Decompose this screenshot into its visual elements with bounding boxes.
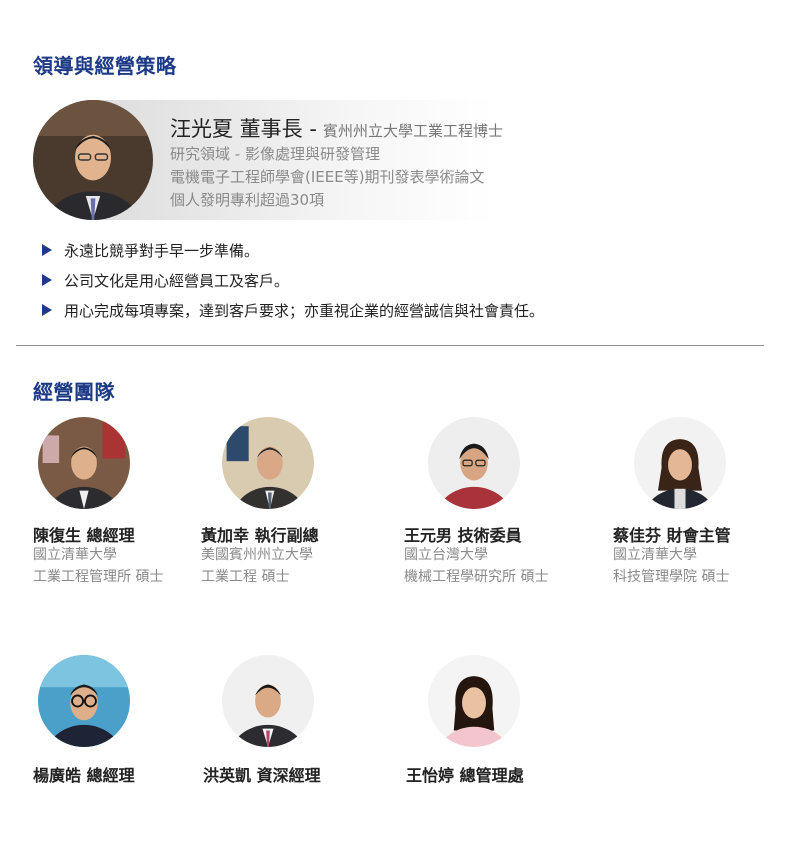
leader-research: 研究領域 - 影像處理與研發管理 bbox=[170, 145, 380, 163]
team-member-name: 陳復生 總經理 bbox=[33, 526, 135, 545]
team-member-school: 國立台灣大學 bbox=[404, 547, 488, 563]
team-member-photo bbox=[222, 417, 314, 509]
person-portrait-icon bbox=[428, 655, 520, 747]
person-portrait-icon bbox=[222, 417, 314, 509]
section-divider bbox=[16, 345, 764, 346]
team-member-school: 國立清華大學 bbox=[33, 547, 117, 563]
team-member-photo bbox=[428, 655, 520, 747]
person-portrait-icon bbox=[428, 417, 520, 509]
leader-name: 汪光夏 董事長 - bbox=[170, 117, 317, 141]
strategy-item-text: 永遠比競爭對手早一步準備。 bbox=[64, 241, 260, 260]
team-member-photo bbox=[428, 417, 520, 509]
strategy-item: 公司文化是用心經營員工及客戶。 bbox=[40, 265, 544, 295]
leader-patents: 個人發明專利超過30項 bbox=[170, 191, 325, 209]
team-member-school: 國立清華大學 bbox=[613, 547, 697, 563]
team-member-photo bbox=[38, 655, 130, 747]
team-member-degree: 機械工程學研究所 碩士 bbox=[404, 569, 549, 585]
triangle-bullet-icon bbox=[42, 244, 52, 256]
section-title-leadership: 領導與經營策略 bbox=[33, 54, 177, 78]
team-member-school: 美國賓州州立大學 bbox=[201, 547, 313, 563]
leader-degree: 賓州州立大學工業工程博士 bbox=[322, 122, 503, 140]
team-member-name: 楊廣皓 總經理 bbox=[33, 766, 135, 785]
team-member-name: 洪英凱 資深經理 bbox=[203, 766, 321, 785]
person-portrait-icon bbox=[634, 417, 726, 509]
strategy-list: 永遠比競爭對手早一步準備。 公司文化是用心經營員工及客戶。 用心完成每項專案，達… bbox=[40, 235, 544, 325]
team-member-name: 王元男 技術委員 bbox=[404, 526, 522, 545]
team-member-name: 蔡佳芬 財會主管 bbox=[613, 526, 731, 545]
team-member-name: 王怡婷 總管理處 bbox=[406, 766, 524, 785]
strategy-item-text: 用心完成每項專案，達到客戶要求；亦重視企業的經營誠信與社會責任。 bbox=[64, 301, 545, 320]
team-member-name: 黃加幸 執行副總 bbox=[201, 526, 319, 545]
team-member-photo bbox=[38, 417, 130, 509]
leader-photo bbox=[33, 100, 153, 220]
team-member-degree: 科技管理學院 碩士 bbox=[613, 569, 730, 585]
strategy-item: 用心完成每項專案，達到客戶要求；亦重視企業的經營誠信與社會責任。 bbox=[40, 295, 544, 325]
person-portrait-icon bbox=[222, 655, 314, 747]
section-title-team: 經營團隊 bbox=[33, 380, 115, 404]
person-portrait-icon bbox=[38, 417, 130, 509]
team-member-photo bbox=[634, 417, 726, 509]
strategy-item-text: 公司文化是用心經營員工及客戶。 bbox=[64, 271, 290, 290]
person-portrait-icon bbox=[38, 655, 130, 747]
leader-publications: 電機電子工程師學會(IEEE等)期刊發表學術論文 bbox=[170, 168, 485, 186]
triangle-bullet-icon bbox=[42, 304, 52, 316]
triangle-bullet-icon bbox=[42, 274, 52, 286]
team-member-photo bbox=[222, 655, 314, 747]
leader-name-line: 汪光夏 董事長 - 賓州州立大學工業工程博士 bbox=[170, 113, 503, 143]
person-portrait-icon bbox=[33, 100, 153, 220]
team-member-degree: 工業工程 碩士 bbox=[201, 569, 290, 585]
strategy-item: 永遠比競爭對手早一步準備。 bbox=[40, 235, 544, 265]
team-member-degree: 工業工程管理所 碩士 bbox=[33, 569, 164, 585]
